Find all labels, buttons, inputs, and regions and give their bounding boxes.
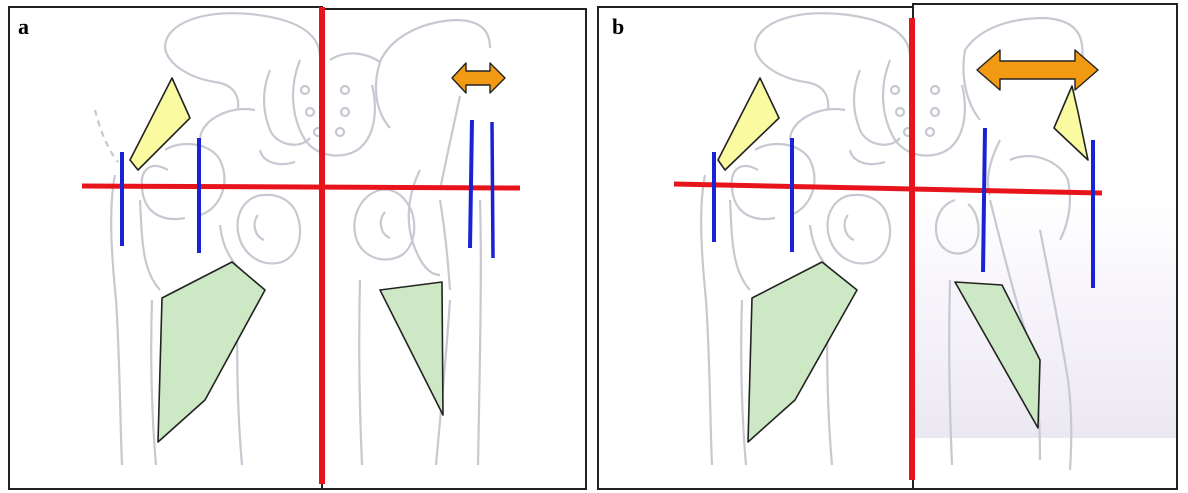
panel-b-shade bbox=[914, 200, 1176, 438]
panel-b-blue-line-3 bbox=[983, 128, 985, 272]
panel-b bbox=[598, 4, 1177, 489]
panel-b-label: b bbox=[612, 14, 624, 40]
panel-a-blue-line-4 bbox=[492, 122, 493, 258]
panel-a-blue-line-3 bbox=[470, 120, 472, 248]
panel-a bbox=[9, 7, 586, 489]
panel-a-horizontal-axis bbox=[82, 186, 520, 188]
panel-a-label: a bbox=[18, 14, 29, 40]
